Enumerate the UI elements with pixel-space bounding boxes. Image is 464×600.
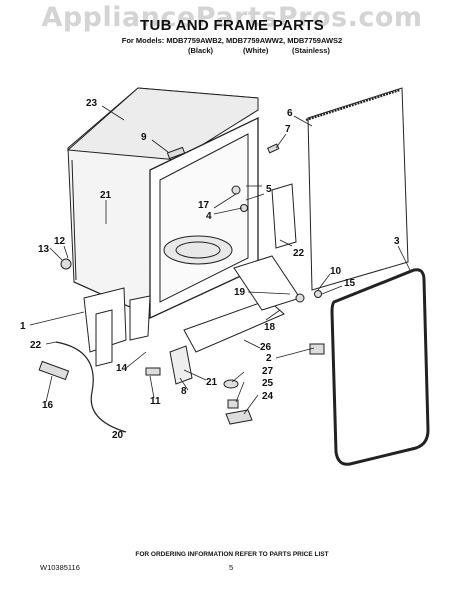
callout-21-lower: 21 (206, 377, 218, 388)
door-gasket (330, 268, 430, 466)
diagram-title: TUB AND FRAME PARTS (139, 17, 325, 34)
callout-23: 23 (86, 98, 98, 109)
callout-22-upper: 22 (293, 248, 305, 259)
color-label-stainless: (Stainless) (292, 46, 330, 55)
callout-labels: 23 9 6 7 21 5 17 4 13 12 22 3 10 15 19 1… (20, 98, 400, 441)
callout-26: 26 (260, 342, 272, 353)
callout-8: 8 (181, 386, 187, 397)
callout-12: 12 (54, 236, 66, 247)
callout-16: 16 (42, 400, 54, 411)
document-number: W10385116 (40, 563, 80, 572)
watermark-text: AppliancePartsPros.com (41, 2, 423, 33)
callout-27: 27 (262, 366, 274, 377)
tub-assembly (66, 87, 259, 320)
callout-14: 14 (116, 363, 128, 374)
callout-24: 24 (262, 391, 274, 402)
callout-18: 18 (264, 322, 276, 333)
callout-22-lower: 22 (30, 340, 42, 351)
side-panel (307, 87, 409, 291)
callout-15: 15 (344, 278, 356, 289)
page-number: 5 (229, 563, 234, 572)
callout-9: 9 (141, 132, 147, 143)
callout-17: 17 (198, 200, 210, 211)
callout-11: 11 (150, 396, 161, 407)
callout-19: 19 (234, 287, 246, 298)
ordering-note: FOR ORDERING INFORMATION REFER TO PARTS … (135, 551, 329, 558)
callout-20: 20 (112, 430, 124, 441)
models-line: For Models: MDB7759AWB2, MDB7759AWW2, MD… (121, 36, 343, 45)
callout-6: 6 (287, 108, 293, 119)
callout-4: 4 (206, 211, 212, 222)
callout-1: 1 (20, 321, 26, 332)
callout-21: 21 (100, 190, 112, 201)
callout-13: 13 (38, 244, 50, 255)
callout-7: 7 (285, 124, 291, 135)
callout-2: 2 (266, 353, 272, 364)
callout-10: 10 (330, 266, 342, 277)
callout-5: 5 (266, 184, 272, 195)
callout-25: 25 (262, 378, 274, 389)
color-label-white: (White) (243, 46, 269, 55)
color-label-black: (Black) (188, 46, 214, 55)
callout-3: 3 (394, 236, 400, 247)
